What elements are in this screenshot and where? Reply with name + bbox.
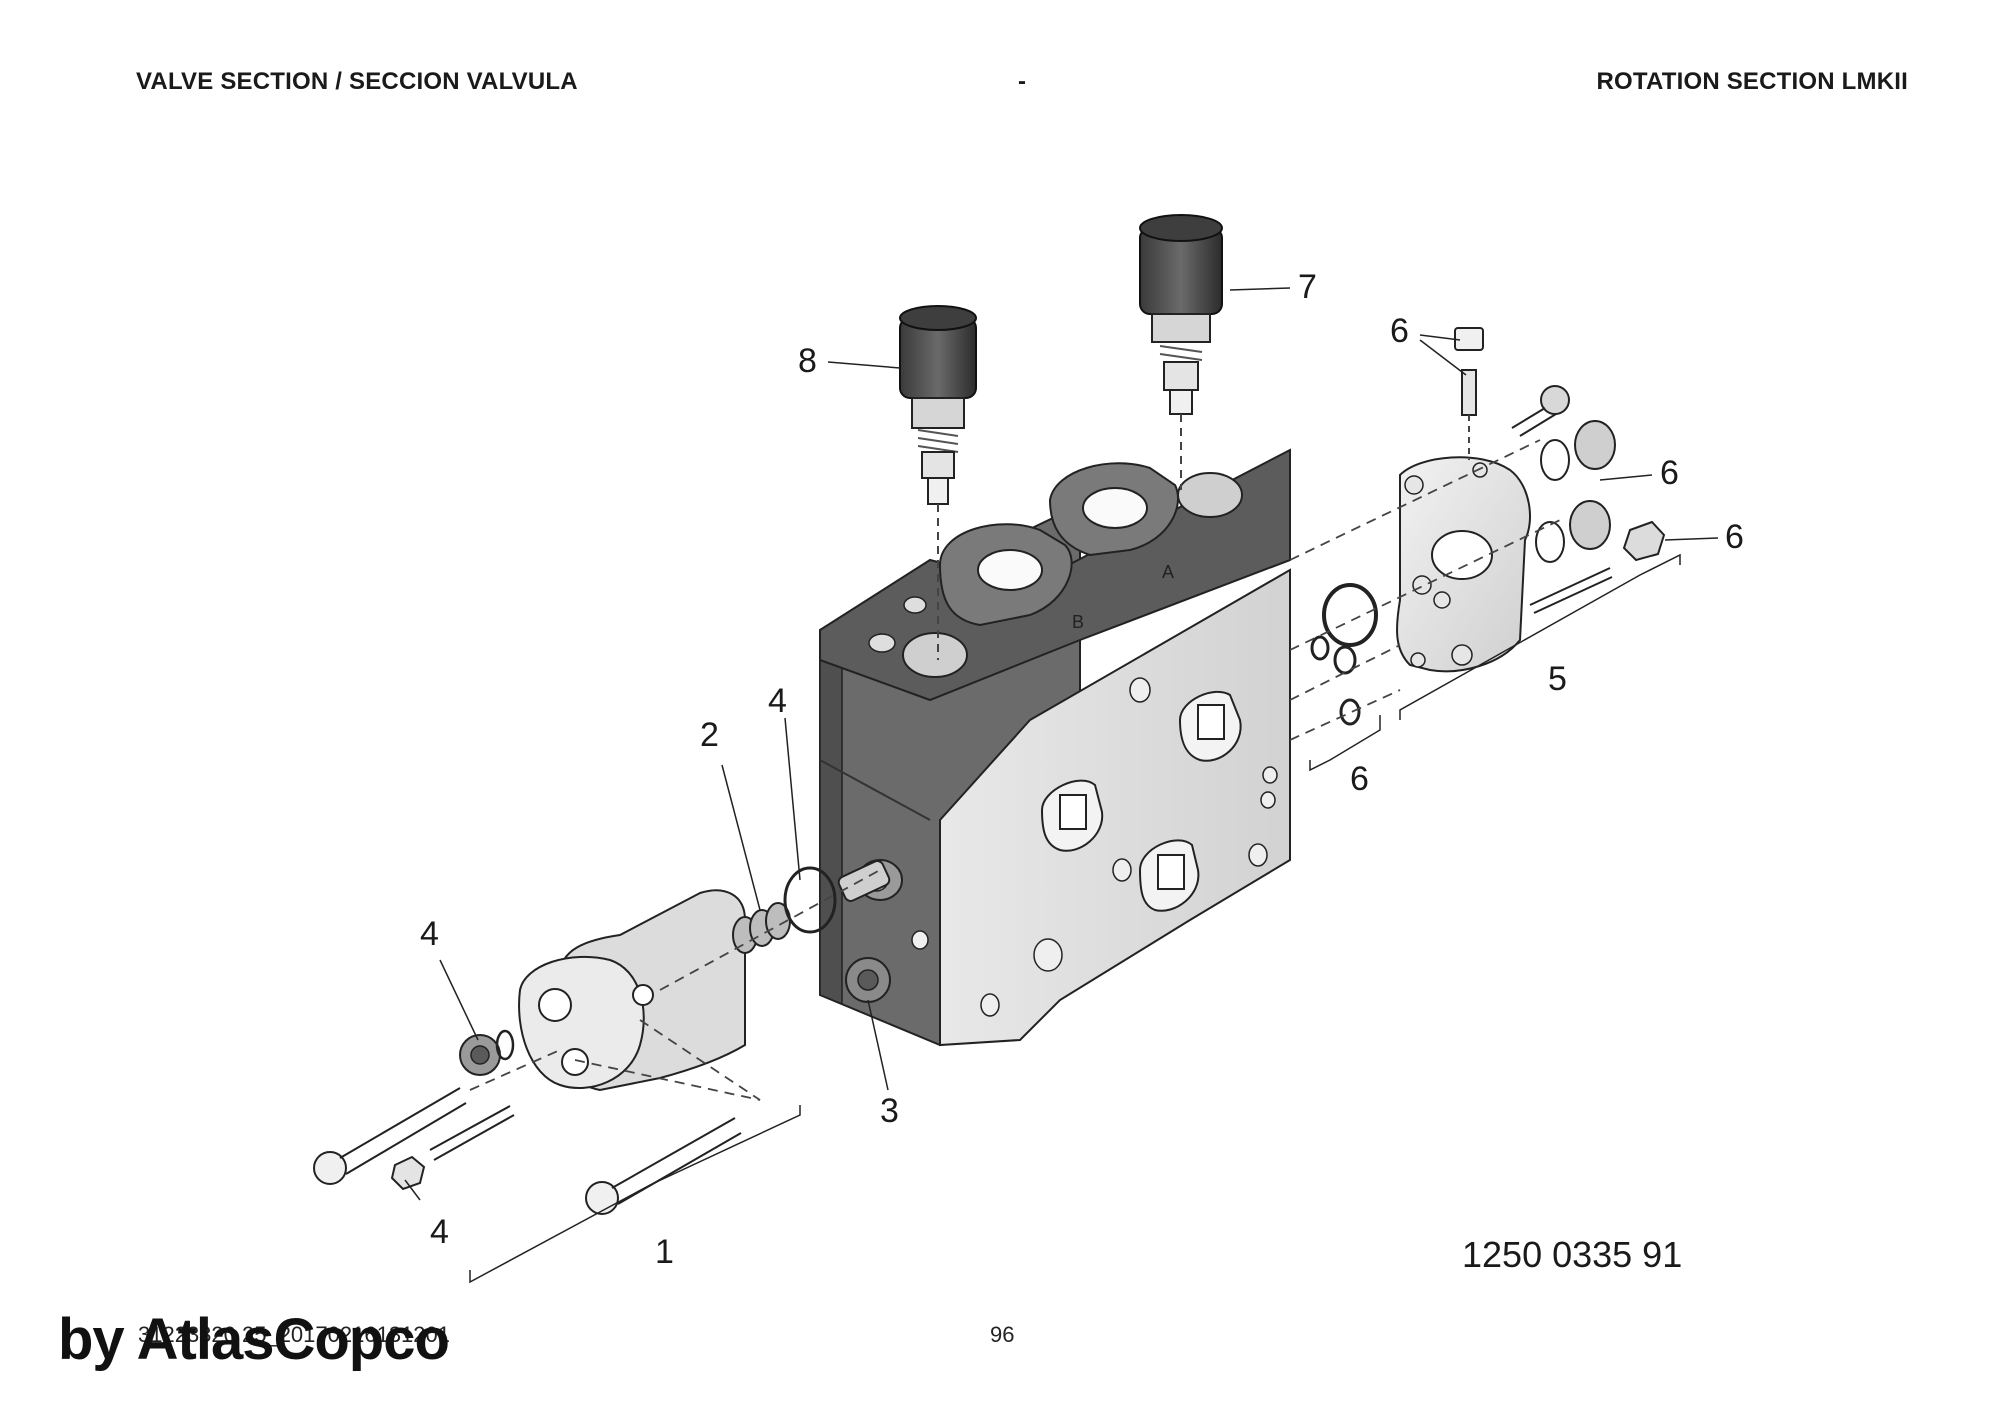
callout-6-nut: 6 xyxy=(1725,518,1744,556)
drawing-number: 1250 0335 91 xyxy=(1462,1234,1683,1275)
pressure-adjuster-7 xyxy=(1139,214,1223,490)
leader-lines xyxy=(404,287,1719,1284)
callout-4-seal: 4 xyxy=(768,682,787,720)
document-code: 31223320 25_20170216131201 xyxy=(138,1322,450,1347)
relief-valve-assembly xyxy=(313,860,891,1215)
callout-4-plug: 4 xyxy=(420,915,439,953)
callout-2: 2 xyxy=(700,716,719,754)
callout-6-plug: 6 xyxy=(1660,454,1679,492)
callout-6-top: 6 xyxy=(1390,312,1409,350)
port-label-a: A xyxy=(1162,562,1174,582)
callout-4-nut: 4 xyxy=(430,1213,449,1251)
callout-7: 7 xyxy=(1298,268,1317,306)
callout-6-seals: 6 xyxy=(1350,760,1369,798)
port-label-b: B xyxy=(1072,612,1084,632)
pressure-adjuster-8 xyxy=(899,305,977,660)
section-subtitle: ROTATION SECTION LMKII xyxy=(1596,68,1908,95)
callout-8: 8 xyxy=(798,342,817,380)
callout-3: 3 xyxy=(880,1092,899,1130)
publisher-watermark: by AtlasCopco xyxy=(58,1307,450,1372)
header-separator: - xyxy=(1018,68,1027,95)
section-title: VALVE SECTION / SECCION VALVULA xyxy=(136,68,578,95)
callout-1: 1 xyxy=(655,1233,674,1271)
callout-5: 5 xyxy=(1548,660,1567,698)
valve-body xyxy=(819,448,1291,1047)
rotation-cover-assembly xyxy=(1289,327,1666,741)
page-number: 96 xyxy=(990,1322,1015,1347)
